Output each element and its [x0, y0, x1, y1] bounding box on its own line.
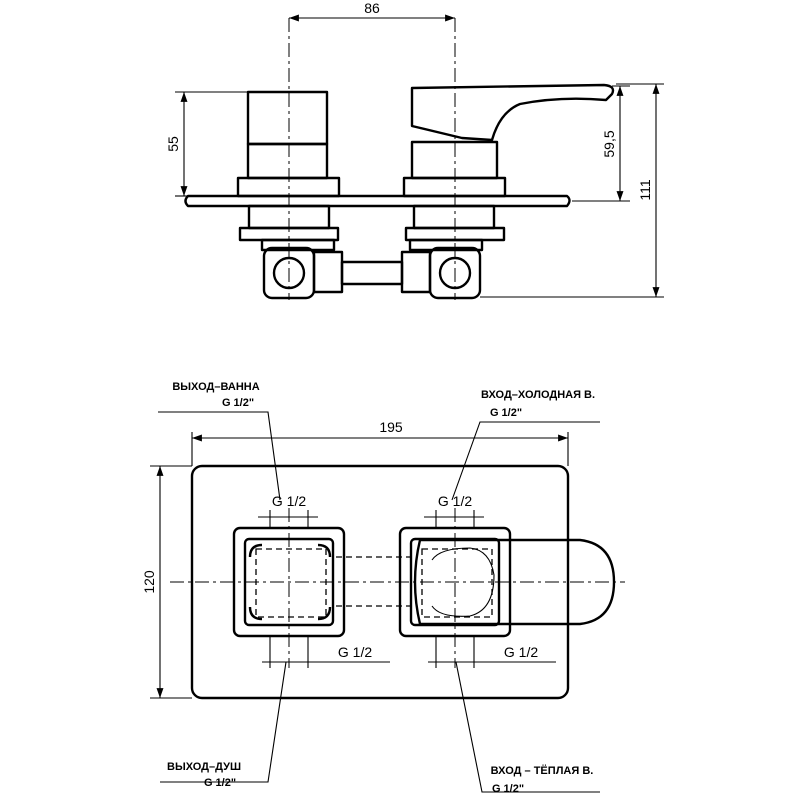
- label-hot-inlet-thread: G 1/2": [492, 783, 524, 795]
- label-bath-outlet: ВЫХОД–ВАННА: [172, 381, 259, 393]
- label-bath-outlet-thread: G 1/2": [222, 397, 254, 409]
- right-cartridge-side: [402, 83, 615, 252]
- dim-height-55: 55: [165, 136, 181, 152]
- side-view: 86 55 59,5 111: [165, 0, 664, 300]
- dim-width-86: 86: [364, 0, 380, 16]
- dim-width-195: 195: [379, 419, 403, 435]
- label-shower-outlet-thread: G 1/2": [204, 777, 236, 789]
- dim-height-111: 111: [637, 179, 653, 200]
- label-hot-inlet: ВХОД – ТЁПЛАЯ В.: [491, 764, 594, 777]
- wall-plate: [184, 194, 571, 208]
- thread-bottom-left: G 1/2: [338, 644, 372, 660]
- thread-bottom-right: G 1/2: [504, 644, 538, 660]
- thread-top-left: G 1/2: [272, 493, 306, 509]
- dim-height-59-5: 59,5: [601, 130, 617, 157]
- lever-handle-front: [413, 538, 616, 626]
- label-cold-inlet-thread: G 1/2": [490, 407, 522, 419]
- left-cartridge-front: [232, 526, 346, 638]
- dim-height-120: 120: [141, 570, 157, 594]
- bottom-connectors: [262, 246, 482, 300]
- label-cold-inlet: ВХОД–ХОЛОДНАЯ В.: [481, 389, 595, 401]
- right-cartridge-front: [398, 526, 616, 638]
- lever-handle: [410, 83, 615, 142]
- front-plate: [190, 464, 570, 700]
- label-shower-outlet: ВЫХОД–ДУШ: [167, 761, 241, 773]
- front-view: 195 120 G 1/2 G 1/2 G 1/2 G 1/2 ВЫХОД–ВА…: [141, 381, 625, 795]
- thread-top-right: G 1/2: [438, 493, 472, 509]
